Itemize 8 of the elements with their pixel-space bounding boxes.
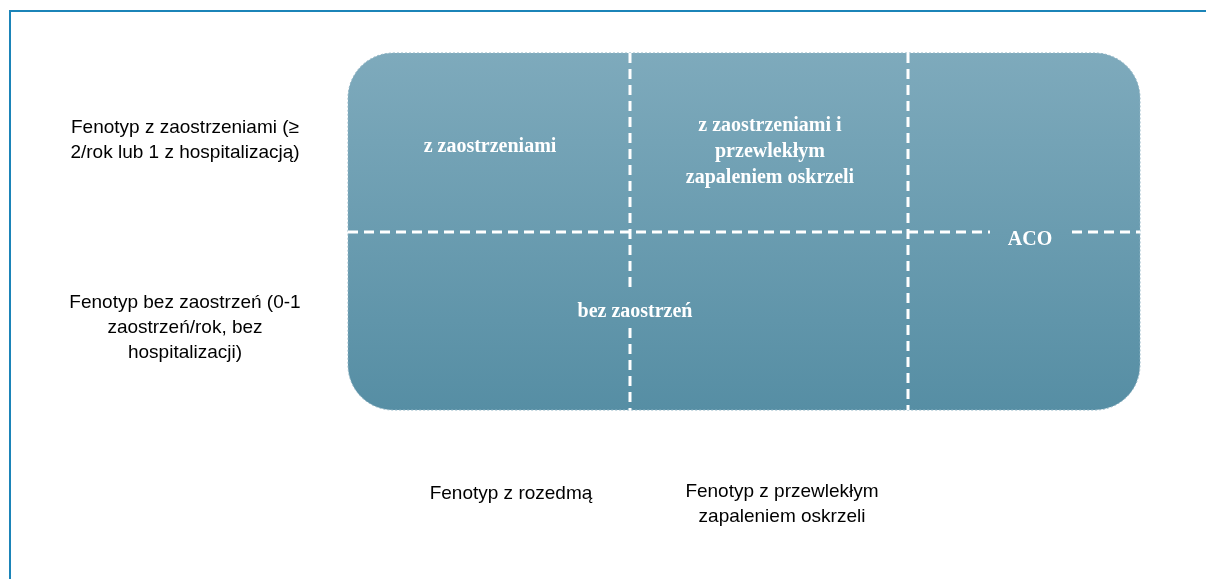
column-label: Fenotyp z rozedmą [429,480,593,505]
cell-label: ACO [1007,226,1053,251]
row-label: Fenotyp z zaostrzeniami (≥ 2/rok lub 1 z hospitalizacją) [69,115,301,164]
cell-label: bez zaostrzeń [577,298,693,323]
cell-label: z zaostrzeniami [423,133,557,158]
cell-label: z zaostrzeniami i przewlekłym zapaleniem oskrzeli [684,112,856,189]
row-label: Fenotyp bez zaostrzeń (0-1 zaostrzeń/rok, bez hospitalizacji) [68,290,302,364]
column-label: Fenotyp z przewlekłym zapaleniem oskrzeli [684,479,880,528]
